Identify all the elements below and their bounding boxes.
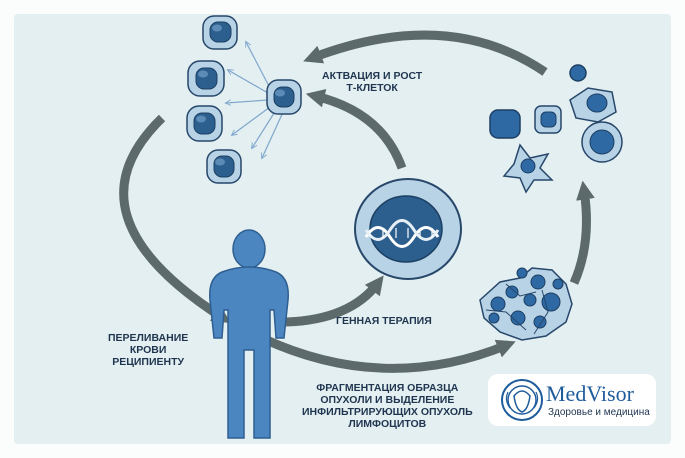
logo-tagline: Здоровье и медицина [548,407,650,418]
tumor-cell-star [502,143,554,194]
t-cell-4 [206,149,242,184]
arrow-top-return [303,30,548,76]
t-cell-cluster [186,15,302,184]
arrow-to-tcell [305,89,407,170]
label-transfusion-line-2: КРОВИ [129,344,167,356]
label-fragmentation: ФРАГМЕНТАЦИЯ ОБРАЗЦА ОПУХОЛИ И ВЫДЕЛЕНИЕ… [302,382,473,430]
tumor-cell-2 [569,87,617,123]
arrow-right-up [569,180,595,285]
label-fragmentation-line-1: ФРАГМЕНТАЦИЯ ОБРАЗЦА [316,382,459,394]
label-activation-line-1: АКТВАЦИЯ И РОСТ [322,70,423,82]
expansion-arrows [226,42,285,158]
t-cell-2 [187,60,225,97]
arrow-transfusion [119,114,231,324]
label-transfusion-line-1: ПЕРЕЛИВАНИЕ [108,332,189,344]
label-transfusion-line-3: РЕЦИПИЕНТУ [112,356,185,368]
arrow-fragmentation [260,333,516,373]
dna-helix-icon [364,219,440,248]
label-transfusion: ПЕРЕЛИВАНИЕ КРОВИ РЕЦИПИЕНТУ [108,332,188,368]
t-cell-3 [186,105,223,142]
tumor-cell-4 [534,105,562,134]
label-fragmentation-line-2: ОПУХОЛИ И ВЫДЕЛЕНИЕ [320,394,455,406]
label-gene-therapy-text: ГЕННАЯ ТЕРАПИЯ [336,315,432,327]
tumor-mass [479,267,573,341]
tumor-cell-1 [569,64,587,82]
tumor-cells-scattered [489,64,623,194]
label-fragmentation-line-4: ЛИМФОЦИТОВ [348,418,427,430]
engineered-cell [354,178,462,280]
person-icon [209,229,289,439]
background-panel [14,14,671,444]
label-gene-therapy: ГЕННАЯ ТЕРАПИЯ [336,315,432,327]
logo-name: MedVisor [546,381,634,406]
t-cell-1 [202,15,238,50]
arrow-gene-therapy [285,275,384,327]
label-activation: АКТВАЦИЯ И РОСТ Т-КЛЕТОК [322,70,422,94]
t-cell-source [266,79,302,115]
tumor-cell-3 [489,109,521,139]
label-activation-line-2: Т-КЛЕТОК [346,82,398,94]
tumor-cell-5 [581,121,623,163]
label-fragmentation-line-3: ИНФИЛЬТРИРУЮЩИХ ОПУХОЛЬ [302,406,473,418]
